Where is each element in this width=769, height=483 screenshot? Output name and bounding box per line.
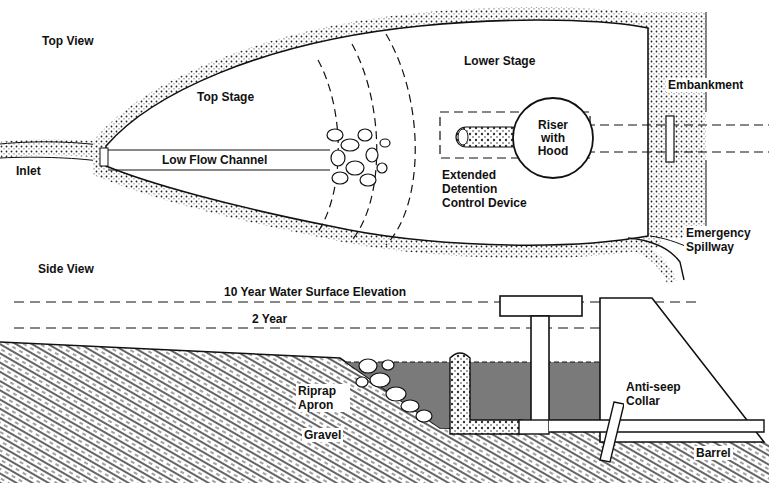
pond-shoreline xyxy=(100,148,108,166)
riprap-apron-side xyxy=(386,387,406,401)
riser-circle: Riser with Hood xyxy=(512,97,594,179)
collar-label: Anti-seep Collar xyxy=(624,380,690,408)
perforated-pipe-top xyxy=(456,127,522,147)
gravel-label: Gravel xyxy=(302,428,343,442)
water-level-label: 10 Year Water Surface Elevation xyxy=(222,285,408,299)
embankment-top xyxy=(706,160,707,232)
permanent-pool xyxy=(346,362,600,429)
riser-label: Riser with Hood xyxy=(531,119,574,158)
low-flow-channel xyxy=(108,169,330,170)
riprap-rocks xyxy=(366,148,378,162)
perforated-pipe-top xyxy=(458,129,468,145)
riprap-rocks xyxy=(360,174,376,186)
embankment-label: Embankment xyxy=(666,78,745,92)
perforated-pipe-top xyxy=(456,127,522,147)
stage-label: Top Stage xyxy=(195,90,256,104)
riprap-rocks xyxy=(331,150,345,166)
riprap-rocks xyxy=(377,163,387,173)
riprap-apron-side xyxy=(356,359,432,422)
riprap-apron-side xyxy=(401,400,419,412)
low-flow-channel xyxy=(108,150,330,170)
riprap-apron-side xyxy=(416,410,432,422)
pond-shoreline xyxy=(106,20,648,245)
outlet-pipe-top xyxy=(440,112,769,158)
water-level-lines xyxy=(14,301,700,302)
riprap-apron-side xyxy=(359,359,377,373)
view-title: Side View xyxy=(36,262,96,276)
outlet-pipe-top xyxy=(586,151,769,152)
riser-structure xyxy=(500,296,582,434)
anti-seep-collar-top xyxy=(666,116,674,162)
device-label: Extended Detention Control Device xyxy=(440,168,530,210)
riser-structure xyxy=(500,296,582,316)
riprap-rocks xyxy=(332,172,348,184)
anti-seep-collar-side xyxy=(600,402,624,462)
riprap-apron-side xyxy=(356,377,368,387)
riprap-rocks xyxy=(358,129,372,141)
barrel-pipe xyxy=(549,420,764,432)
emergency-spillway xyxy=(628,244,672,282)
inlet-label: Inlet xyxy=(14,164,43,178)
gravel-perforated-riser xyxy=(450,353,522,434)
pond-shoreline xyxy=(106,20,648,245)
riprap-rocks xyxy=(341,139,359,151)
anti-seep-collar-top xyxy=(666,116,674,162)
riser-outline xyxy=(513,98,593,178)
inlet-stream xyxy=(0,142,106,146)
stage-boundary-dashes xyxy=(386,34,415,245)
spillway-label: Emergency Spillway xyxy=(684,226,766,254)
stage-boundary-dashes xyxy=(318,60,338,232)
low-flow-channel xyxy=(108,149,330,150)
view-title: Top View xyxy=(40,34,96,48)
riser-structure xyxy=(519,420,549,434)
water-level-lines xyxy=(14,302,700,328)
riprap-rocks xyxy=(380,139,390,147)
anti-seep-collar-side xyxy=(600,402,624,462)
riprap-apron-side xyxy=(382,360,394,370)
inlet-stream xyxy=(0,147,106,150)
riprap-rocks xyxy=(327,129,390,186)
barrel-pipe xyxy=(549,420,764,432)
riser-structure xyxy=(531,316,549,422)
riprap-rocks xyxy=(346,161,364,175)
embankment-top xyxy=(706,12,707,112)
ground-section xyxy=(0,342,600,430)
inlet-stream xyxy=(0,142,106,162)
stage-boundary-dashes xyxy=(318,34,415,245)
inlet-stream xyxy=(0,157,106,162)
permanent-pool xyxy=(346,362,600,429)
barrel-label: Barrel xyxy=(694,446,733,460)
water-level-label: 2 Year xyxy=(250,312,289,326)
pond-shoreline xyxy=(100,20,648,245)
emergency-spillway xyxy=(628,236,690,282)
gravel-perforated-riser xyxy=(450,353,522,434)
riser-text-holder: Riser with Hood xyxy=(512,97,594,179)
channel-label: Low Flow Channel xyxy=(160,153,269,167)
stage-label: Lower Stage xyxy=(462,54,537,68)
riprap-apron-side xyxy=(370,373,390,387)
riprap-rocks xyxy=(327,129,343,141)
outlet-pipe-top xyxy=(586,124,769,125)
riprap-label: Riprap Apron xyxy=(296,384,350,412)
